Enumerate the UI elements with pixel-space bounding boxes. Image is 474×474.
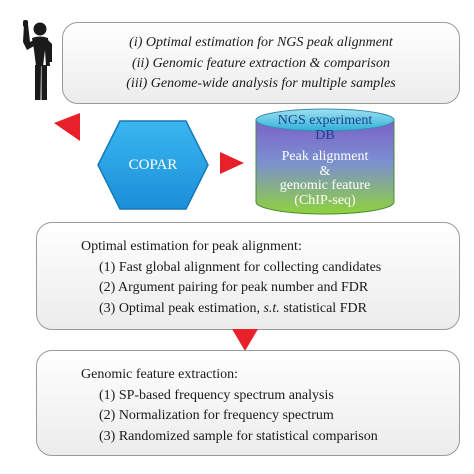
objectives-box: (i) Optimal estimation for NGS peak alig… [62,22,460,104]
objective-3: (iii) Genome-wide analysis for multiple … [126,76,396,91]
database-sub-line-1: Peak alignment [281,149,369,164]
objective-1: (i) Optimal estimation for NGS peak alig… [129,35,393,50]
database-title-line-1: NGS experiment [277,113,373,128]
peak-alignment-box: Optimal estimation for peak alignment: (… [36,222,460,330]
arrow-right-icon [220,152,244,174]
database-sub-line-4: (ChIP-seq) [294,192,356,208]
feature-extraction-box: Genomic feature extraction: (1) SP-based… [36,350,460,456]
step-3-italic: s.t. [263,300,280,316]
database-text: NGS experiment DB Peak alignment & genom… [254,108,396,216]
database-title: NGS experiment DB [254,108,396,143]
ngs-database: NGS experiment DB Peak alignment & genom… [254,108,396,216]
peak-alignment-step-1: (1) Fast global alignment for collecting… [99,259,382,275]
step-3-suffix: statistical FDR [279,300,367,316]
copar-node: COPAR [96,119,210,211]
peak-alignment-step-3: (3) Optimal peak estimation, s.t. statis… [81,299,459,320]
copar-label: COPAR [128,156,178,173]
database-sub-line-2: & [319,163,331,179]
feature-extraction-step-1: (1) SP-based frequency spectrum analysis [99,387,334,403]
arrow-down-icon [232,329,258,351]
step-3-prefix: (3) Optimal peak estimation, [99,300,264,316]
database-cylinder-icon [255,108,395,215]
database-title-line-2: DB [315,127,335,143]
feature-extraction-heading: Genomic feature extraction: [81,367,239,382]
person-waving-icon [23,20,52,100]
peak-alignment-step-2: (2) Argument pairing for peak number and… [99,280,369,295]
objective-2: (ii) Genomic feature extraction & compar… [131,55,391,71]
copar-hexagon-icon [97,120,209,210]
database-sub-line-3: genomic feature [279,178,371,193]
feature-extraction-step-2: (2) Normalization for frequency spectrum [99,408,334,423]
database-subtitle: Peak alignment & genomic feature (ChIP-s… [254,149,396,208]
arrow-left-icon [54,113,80,141]
peak-alignment-heading: Optimal estimation for peak alignment: [81,239,302,254]
feature-extraction-step-3: (3) Randomized sample for statistical co… [99,428,378,444]
